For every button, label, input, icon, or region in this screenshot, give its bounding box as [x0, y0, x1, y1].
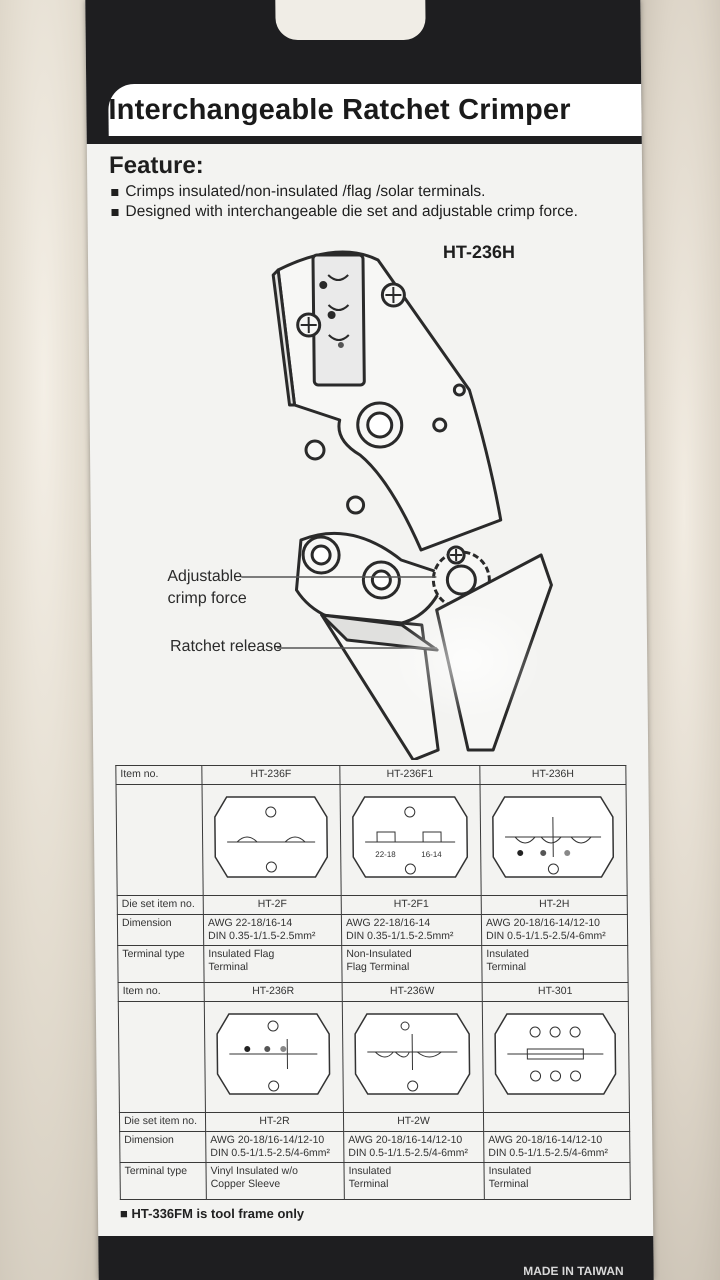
item-no-cell: HT-236F [201, 765, 341, 785]
feature-heading: Feature: [108, 152, 204, 179]
die-label-right: 16-14 [421, 850, 442, 859]
feature-section: Feature: Crimps insulated/non-insulated … [109, 152, 620, 222]
made-in-label: MADE IN TAIWAN [523, 1264, 624, 1278]
callout-adjustable: Adjustable crimp force [167, 566, 247, 610]
terminal-type: Terminal [488, 1178, 529, 1190]
callout-adjustable-line1: Adjustable [167, 568, 243, 585]
die-diagram-cell [482, 1001, 630, 1113]
die-diagram: 22-18 16-14 [352, 796, 469, 878]
callout-ratchet-release: Ratchet release [169, 638, 283, 655]
dimension-awg: AWG 22-18/16-14 [207, 917, 293, 929]
package-title: Interchangeable Ratchet Crimper [108, 93, 571, 126]
die-set-cell: HT-2F1 [341, 895, 482, 915]
footnote: ■ HT-336FM is tool frame only [119, 1206, 305, 1221]
label-dimension: Dimension [117, 914, 204, 946]
die-set-cell: HT-2H [481, 895, 628, 915]
die-set-cell: HT-2F [203, 895, 342, 915]
die-diagram [492, 796, 615, 878]
terminal-type: Terminal [486, 961, 527, 973]
hang-hole [275, 0, 426, 40]
die-label-left: 22-18 [375, 850, 396, 859]
label-die-set: Die set item no. [119, 1112, 206, 1132]
dimension-din: DIN 0.5-1/1.5-2.5/4-6mm² [488, 1147, 609, 1159]
dimension-din: DIN 0.35-1/1.5-2.5mm² [208, 930, 316, 942]
terminal-type: Flag Terminal [346, 961, 410, 973]
terminal-type: Vinyl Insulated w/o [210, 1165, 298, 1177]
dimension-awg: AWG 20-18/16-14/12-10 [348, 1134, 463, 1146]
dimension-din: DIN 0.35-1/1.5-2.5mm² [346, 930, 454, 942]
terminal-type: Non-Insulated [346, 948, 412, 960]
die-diagram [216, 1013, 331, 1095]
die-diagram-cell [204, 1001, 344, 1113]
die-diagram-cell [202, 784, 342, 896]
dimension-awg: AWG 20-18/16-14/12-10 [485, 917, 601, 929]
label-terminal-type: Terminal type [117, 945, 205, 983]
terminal-type: Terminal [208, 961, 249, 973]
package-bottom-band: MADE IN TAIWAN [98, 1236, 654, 1280]
dimension-awg: AWG 22-18/16-14 [345, 917, 431, 929]
callout-adjustable-line2: crimp force [167, 590, 247, 607]
terminal-type: Insulated [348, 1165, 392, 1177]
dimension-din: DIN 0.5-1/1.5-2.5/4-6mm² [210, 1147, 331, 1159]
die-set-cell: HT-2W [343, 1112, 484, 1132]
dimension-awg: AWG 20-18/16-14/12-10 [488, 1134, 603, 1146]
feature-item: Designed with interchangeable die set an… [109, 202, 619, 222]
die-diagram [494, 1013, 617, 1095]
dimension-din: DIN 0.5-1/1.5-2.5/4-6mm² [486, 930, 606, 942]
die-set-table: Item no. HT-236F HT-236F1 HT-236H [115, 765, 631, 1200]
light-glare [391, 600, 543, 720]
package-top-band [85, 0, 642, 80]
item-no-cell: HT-236W [342, 982, 483, 1002]
terminal-type: Insulated Flag [208, 948, 275, 960]
crimper-tool-illustration [241, 250, 553, 760]
terminal-type: Insulated [488, 1165, 532, 1177]
terminal-type: Terminal [348, 1178, 389, 1190]
item-no-cell: HT-236R [204, 982, 343, 1002]
label-terminal-type: Terminal type [119, 1162, 207, 1200]
label-die-set: Die set item no. [117, 895, 204, 915]
die-set-cell: HT-2R [205, 1112, 344, 1132]
die-diagram [354, 1013, 471, 1095]
title-bar: Interchangeable Ratchet Crimper [86, 80, 642, 144]
footnote-text: HT-336FM is tool frame only [131, 1206, 305, 1221]
feature-item: Crimps insulated/non-insulated /flag /so… [109, 182, 619, 202]
product-package-card: Interchangeable Ratchet Crimper Feature:… [85, 0, 654, 1280]
dimension-din: DIN 0.5-1/1.5-2.5/4-6mm² [348, 1147, 469, 1159]
label-item-no: Item no. [118, 982, 205, 1002]
die-diagram-cell [480, 784, 628, 896]
item-no-cell: HT-236F1 [339, 765, 481, 785]
terminal-type: Copper Sleeve [210, 1178, 281, 1190]
label-item-no: Item no. [115, 765, 203, 785]
die-diagram-cell: 22-18 16-14 [340, 784, 482, 896]
dimension-awg: AWG 20-18/16-14/12-10 [210, 1134, 325, 1146]
terminal-type: Insulated [486, 948, 529, 960]
label-dimension: Dimension [119, 1131, 206, 1163]
die-diagram-cell [342, 1001, 484, 1113]
item-no-cell: HT-236H [479, 765, 627, 785]
die-diagram [214, 796, 329, 878]
die-set-cell [483, 1112, 630, 1132]
item-no-cell: HT-301 [482, 982, 629, 1002]
